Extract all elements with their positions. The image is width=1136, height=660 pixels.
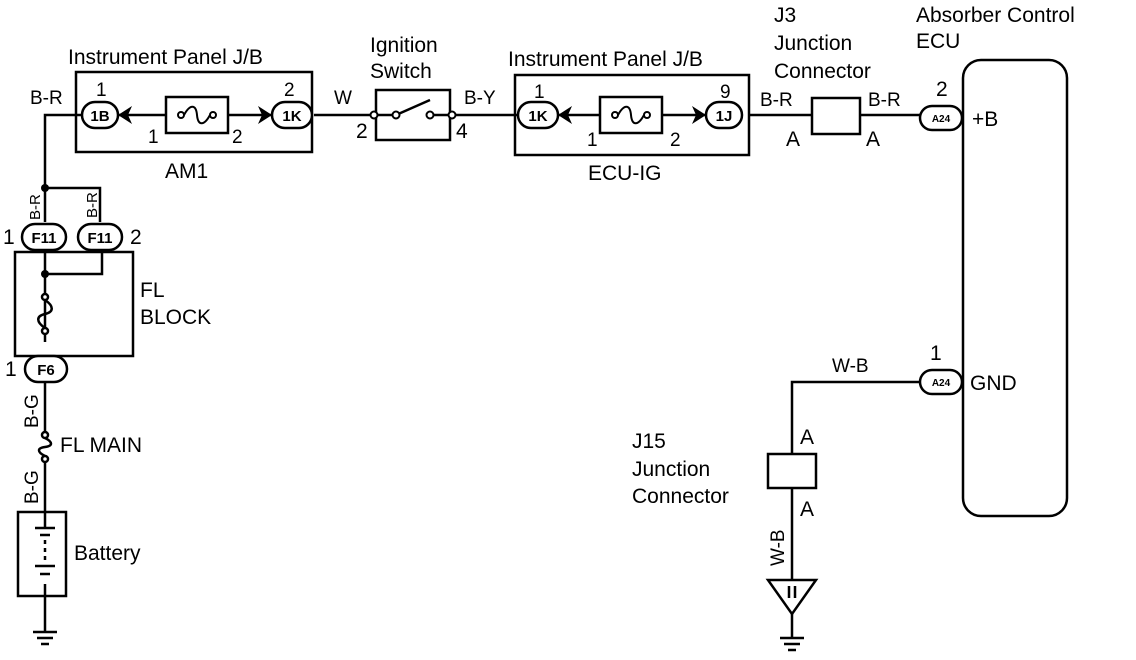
connector-a24-bottom — [918, 368, 964, 396]
pin-ecuig-out: 2 — [670, 130, 681, 151]
connector-1b-code: 1B — [90, 108, 109, 125]
j15-connector-box — [766, 452, 818, 490]
fuse-icon-am1 — [177, 105, 217, 125]
battery-box — [16, 510, 68, 598]
pin-1k-right-top: 1 — [534, 82, 545, 103]
fl-block-box — [13, 250, 135, 358]
pin-f11-b: 2 — [130, 226, 142, 249]
wire-br-j3-in: B-R — [760, 90, 793, 111]
ecu-pin-b: +B — [972, 108, 998, 131]
pin-f6: 1 — [5, 358, 17, 381]
pin-am1-out: 2 — [232, 127, 243, 148]
ipjb-right-box — [513, 73, 751, 157]
pin-a24-bottom: 1 — [930, 342, 942, 365]
connector-f11-a — [20, 222, 68, 252]
connector-1k-left-code: 1K — [282, 108, 301, 125]
ignition-label-line2: Switch — [370, 60, 432, 83]
wire-segments — [43, 113, 920, 632]
pin-ign-out: 4 — [456, 120, 468, 143]
connector-a24-top — [918, 104, 964, 132]
ipjb-left-title: Instrument Panel J/B — [68, 46, 263, 69]
j3-label-line1: J3 — [774, 4, 796, 27]
wire-wb-horizontal: W-B — [832, 356, 869, 377]
wire-br-f11-a: B-R — [27, 194, 44, 220]
pin-a24-top: 2 — [936, 78, 948, 101]
pin-ecuig-in: 1 — [587, 130, 598, 151]
wire-wb-vertical: W-B — [768, 529, 789, 566]
wire-br-f11-b: B-R — [84, 192, 101, 218]
ecu-label-line2: ECU — [916, 30, 960, 53]
pin-1k-left-top: 2 — [284, 80, 295, 101]
connector-a24-top-code: A24 — [932, 114, 951, 125]
ecu-label-line1: Absorber Control — [916, 4, 1075, 27]
pin-am1-in: 1 — [148, 127, 159, 148]
pin-j15-top: A — [800, 426, 814, 449]
ipjb-right-fuse-label: ECU-IG — [588, 162, 662, 185]
absorber-control-ecu-box — [961, 58, 1069, 518]
connector-f11-b — [76, 222, 124, 252]
connector-1j-code: 1J — [716, 108, 733, 125]
fuse-icon-fl-main — [37, 430, 53, 464]
connector-f6-code: F6 — [37, 362, 55, 379]
wire-br-j3-out: B-R — [868, 90, 901, 111]
j3-connector-box — [810, 96, 862, 136]
fuse-icon-fl-block — [37, 292, 53, 336]
pin-j3-in: A — [786, 128, 800, 151]
fuse-icon-ecuig — [611, 105, 651, 125]
pin-f11-a: 1 — [3, 226, 15, 249]
wire-by: B-Y — [464, 88, 496, 109]
connector-f6 — [23, 354, 69, 384]
wire-bg-upper: B-G — [22, 394, 43, 428]
connector-1k-right-code: 1K — [528, 108, 547, 125]
connector-f11-a-code: F11 — [31, 230, 56, 247]
wire-br-left: B-R — [30, 88, 63, 109]
pin-1j-top: 9 — [720, 82, 731, 103]
fl-block-label-line2: BLOCK — [140, 306, 211, 329]
pin-j15-bottom: A — [800, 498, 814, 521]
pin-ign-in: 2 — [356, 120, 368, 143]
pin-j3-out: A — [866, 128, 880, 151]
j3-label-line3: Connector — [774, 60, 871, 83]
wire-w: W — [334, 88, 352, 109]
battery-label: Battery — [74, 542, 141, 565]
ignition-label-line1: Ignition — [370, 34, 438, 57]
ipjb-right-title: Instrument Panel J/B — [508, 48, 703, 71]
connector-a24-bottom-code: A24 — [932, 378, 951, 389]
ipjb-left-fuse-label: AM1 — [165, 160, 208, 183]
fl-main-label: FL MAIN — [60, 434, 142, 457]
j15-label-line2: Junction — [632, 458, 710, 481]
j15-label-line3: Connector — [632, 485, 729, 508]
j15-label-line1: J15 — [632, 430, 666, 453]
pin-1b-top: 1 — [96, 80, 107, 101]
connector-f11-b-code: F11 — [87, 230, 112, 247]
fl-block-label-line1: FL — [140, 279, 165, 302]
wire-bg-lower: B-G — [22, 470, 43, 504]
ecu-pin-gnd: GND — [970, 372, 1017, 395]
j3-label-line2: Junction — [774, 32, 852, 55]
